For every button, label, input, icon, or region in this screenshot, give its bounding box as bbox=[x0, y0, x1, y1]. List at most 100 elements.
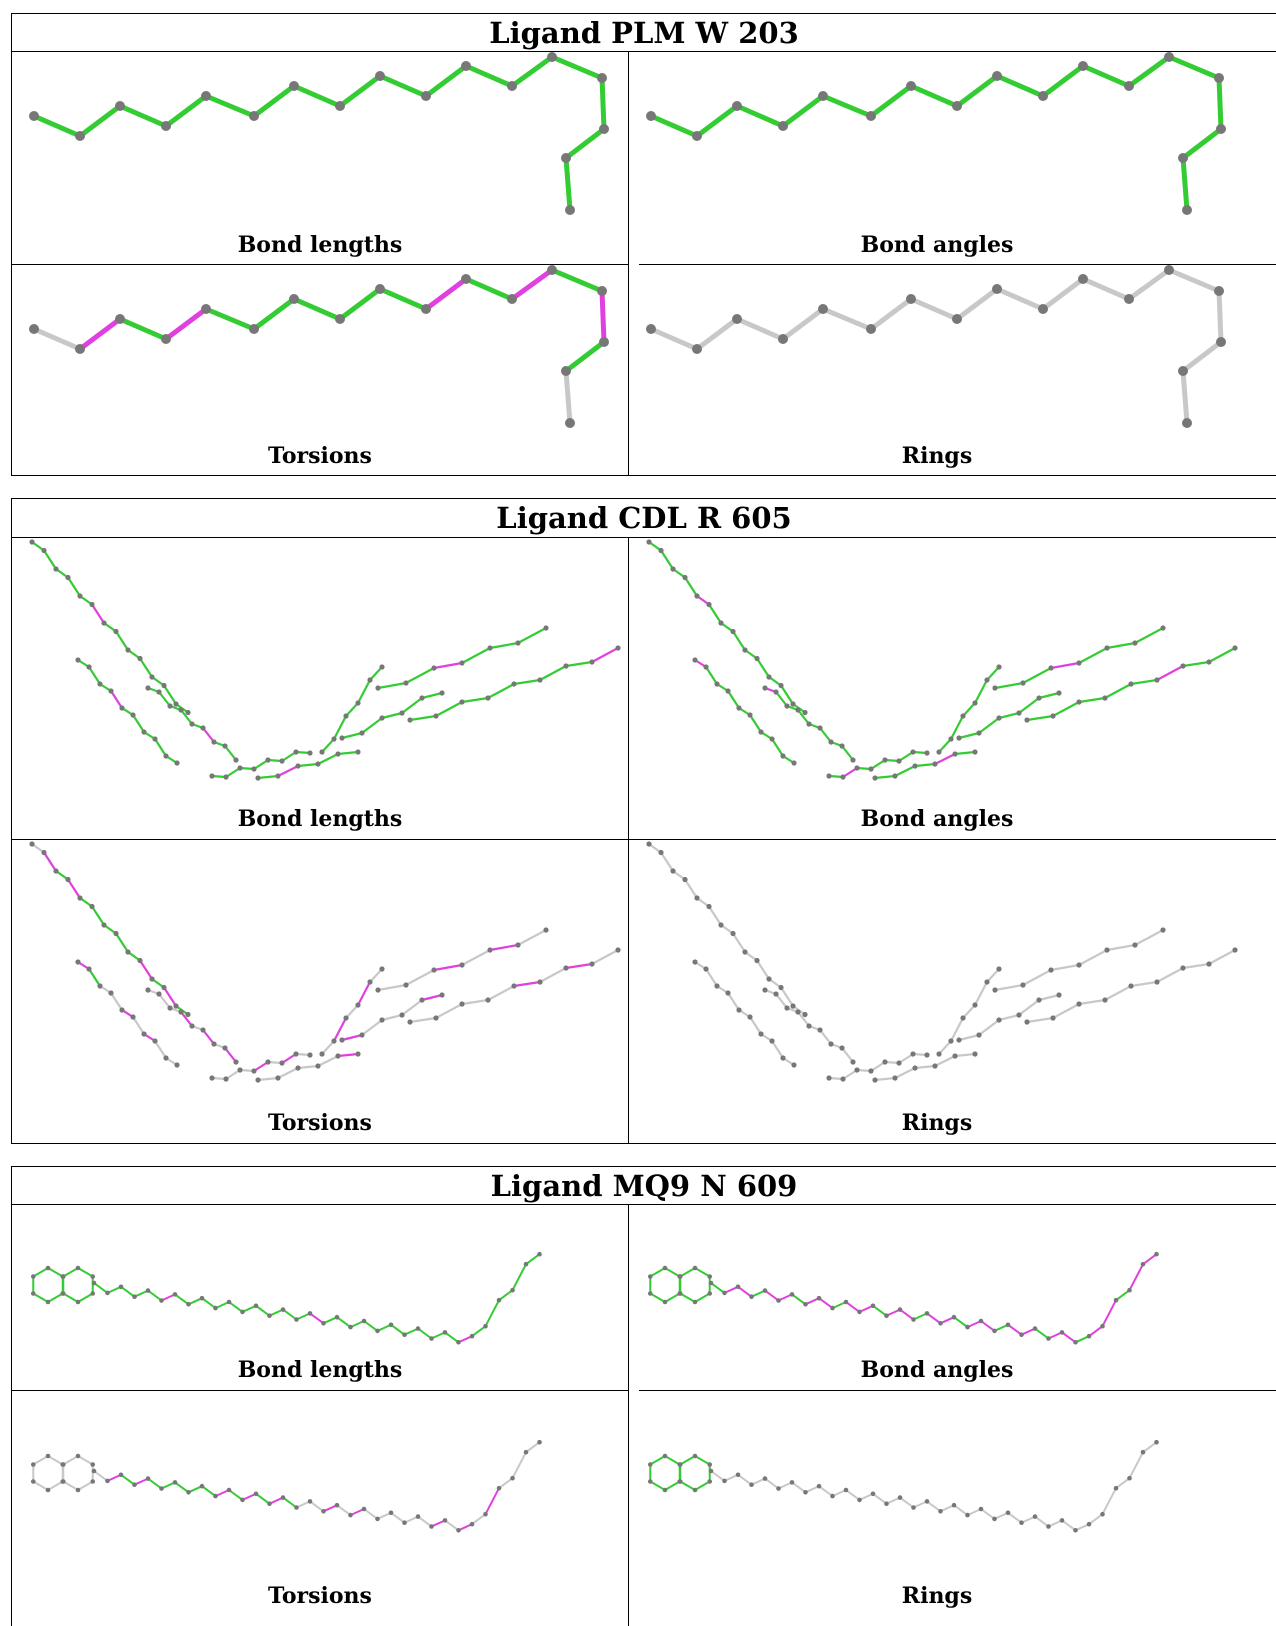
molecule-image bbox=[647, 1251, 1159, 1345]
bond bbox=[780, 306, 826, 342]
atom bbox=[319, 749, 325, 755]
atom bbox=[355, 749, 361, 755]
bond bbox=[203, 93, 257, 119]
atom bbox=[90, 1274, 96, 1279]
atom bbox=[1102, 997, 1108, 1003]
atom bbox=[149, 976, 155, 982]
atom bbox=[289, 294, 299, 304]
bond bbox=[179, 708, 194, 726]
bond bbox=[106, 1473, 122, 1482]
atom bbox=[321, 1321, 326, 1326]
atom bbox=[866, 111, 876, 121]
atom bbox=[429, 1524, 434, 1529]
atom bbox=[334, 1502, 340, 1508]
bond bbox=[42, 549, 58, 571]
bond bbox=[509, 54, 555, 89]
bond bbox=[748, 713, 763, 734]
bond bbox=[818, 726, 833, 744]
atom bbox=[857, 1497, 862, 1503]
atom bbox=[854, 765, 860, 771]
bond bbox=[997, 1013, 1021, 1022]
atom bbox=[956, 1037, 962, 1043]
atom bbox=[932, 761, 938, 767]
atom bbox=[222, 743, 228, 749]
bond bbox=[444, 1519, 460, 1532]
panel-torsions: Torsions bbox=[12, 1391, 628, 1621]
atom bbox=[843, 1299, 849, 1305]
atom bbox=[932, 1063, 938, 1069]
atom bbox=[189, 721, 195, 727]
atom bbox=[483, 1511, 488, 1517]
bond bbox=[106, 1285, 122, 1294]
bond bbox=[1180, 126, 1224, 161]
atom bbox=[178, 1009, 184, 1015]
bond bbox=[77, 316, 123, 352]
bond bbox=[120, 1473, 136, 1486]
atom bbox=[125, 647, 131, 653]
bond bbox=[463, 63, 515, 89]
bond bbox=[926, 1312, 942, 1325]
bond bbox=[873, 1076, 897, 1082]
bond bbox=[723, 1473, 739, 1482]
atom bbox=[1048, 967, 1054, 973]
bond bbox=[563, 368, 573, 426]
bond bbox=[908, 296, 960, 322]
bond bbox=[1142, 1253, 1158, 1266]
atom bbox=[379, 1017, 385, 1023]
atom bbox=[992, 987, 998, 993]
atom bbox=[1113, 1485, 1119, 1491]
bond bbox=[1020, 1515, 1036, 1524]
atom bbox=[1036, 695, 1042, 701]
panel-bond-lengths: Bond lengths bbox=[12, 52, 628, 264]
bond bbox=[694, 1292, 711, 1303]
panel-caption: Bond lengths bbox=[237, 1357, 403, 1383]
atom bbox=[854, 1067, 860, 1073]
bond bbox=[32, 1455, 49, 1466]
atom bbox=[174, 760, 180, 766]
atom bbox=[41, 547, 47, 554]
bond bbox=[252, 758, 270, 771]
bond bbox=[1077, 998, 1107, 1006]
bond bbox=[460, 998, 490, 1006]
bond bbox=[1077, 696, 1107, 704]
bond bbox=[403, 1327, 419, 1336]
bond bbox=[1088, 1325, 1104, 1338]
bond bbox=[296, 1064, 320, 1070]
atom bbox=[407, 717, 413, 723]
atom bbox=[938, 1321, 943, 1326]
bond bbox=[694, 103, 740, 139]
bond bbox=[755, 657, 771, 679]
atom bbox=[976, 1032, 982, 1038]
bond bbox=[1017, 998, 1041, 1017]
bond bbox=[214, 1301, 230, 1310]
bond bbox=[949, 1016, 965, 1043]
bond bbox=[340, 1033, 364, 1042]
atom bbox=[53, 868, 59, 874]
bond bbox=[926, 1500, 942, 1513]
atom bbox=[778, 334, 788, 344]
bond bbox=[873, 774, 897, 780]
bond bbox=[912, 1500, 928, 1509]
bond bbox=[748, 1015, 763, 1036]
bond bbox=[32, 1292, 49, 1303]
atom bbox=[758, 729, 764, 735]
atom bbox=[335, 101, 345, 111]
atom bbox=[884, 1313, 889, 1318]
bond bbox=[1128, 1451, 1144, 1480]
atom bbox=[91, 1468, 97, 1474]
atom bbox=[315, 761, 321, 767]
atom bbox=[293, 749, 299, 755]
bond bbox=[163, 306, 209, 342]
bond bbox=[831, 1489, 847, 1498]
panel-torsions: Torsions bbox=[12, 265, 628, 477]
bond bbox=[512, 980, 542, 988]
bond bbox=[356, 678, 372, 705]
bond bbox=[694, 1267, 711, 1278]
atom bbox=[658, 849, 664, 856]
bond bbox=[649, 1480, 666, 1491]
atom bbox=[152, 1038, 158, 1044]
bond bbox=[460, 948, 492, 967]
atom bbox=[29, 841, 35, 847]
bond bbox=[1103, 984, 1133, 1002]
atom bbox=[419, 997, 425, 1003]
